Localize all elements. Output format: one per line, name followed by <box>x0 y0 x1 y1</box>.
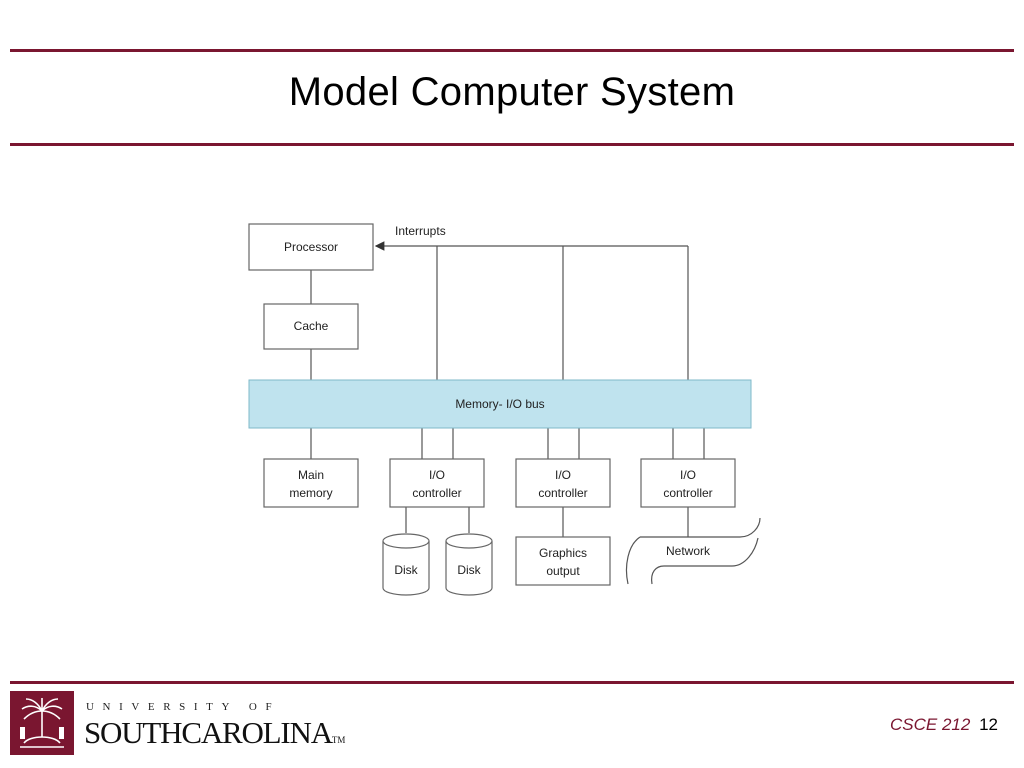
university-logo: UNIVERSITY OF SOUTHCAROLINATM <box>10 691 350 755</box>
graphics-output-block: Graphics output <box>515 536 611 586</box>
disk-2-label: Disk <box>457 563 481 577</box>
logo-university-of: UNIVERSITY OF <box>86 701 281 713</box>
graphics-label-line1: Graphics <box>539 546 587 560</box>
connector-lines <box>310 241 705 537</box>
io-controller-3-line2: controller <box>663 486 712 500</box>
palmetto-seal-icon <box>10 691 74 755</box>
io-controller-3-line1: I/O <box>680 468 696 482</box>
processor-label: Processor <box>284 240 338 254</box>
top-rule <box>10 49 1014 52</box>
network-symbol: Network <box>625 517 761 585</box>
io-controller-1-line1: I/O <box>429 468 445 482</box>
io-controller-3: I/O controller <box>640 458 736 508</box>
io-controller-1-line2: controller <box>412 486 461 500</box>
cache-block: Cache <box>263 303 359 350</box>
main-memory-block: Main memory <box>263 458 359 508</box>
interrupts-label: Interrupts <box>395 224 446 238</box>
network-label: Network <box>666 544 711 558</box>
page-number: 12 <box>979 715 998 734</box>
processor-block: Processor <box>248 223 374 271</box>
bus-bar <box>248 379 752 429</box>
slide-footer-info: CSCE 212 12 <box>890 715 998 735</box>
disk-2: Disk <box>445 533 493 596</box>
logo-south-carolina: SOUTHCAROLINATM <box>84 715 346 750</box>
bus-label: Memory- I/O bus <box>455 397 544 411</box>
io-controller-2-line2: controller <box>538 486 587 500</box>
memory-io-bus: Memory- I/O bus <box>248 379 752 429</box>
course-code: CSCE 212 <box>890 715 971 734</box>
graphics-label-line2: output <box>546 564 580 578</box>
cache-label: Cache <box>294 319 329 333</box>
main-memory-label-line2: memory <box>289 486 332 500</box>
disk-1-label: Disk <box>394 563 418 577</box>
io-controller-1: I/O controller <box>389 458 485 508</box>
main-memory-label-line1: Main <box>298 468 324 482</box>
disk-1: Disk <box>382 533 430 596</box>
slide-title: Model Computer System <box>288 70 736 114</box>
title-underline-rule <box>10 143 1014 146</box>
io-controller-2-line1: I/O <box>555 468 571 482</box>
io-controller-2: I/O controller <box>515 458 611 508</box>
footer-rule <box>10 681 1014 684</box>
